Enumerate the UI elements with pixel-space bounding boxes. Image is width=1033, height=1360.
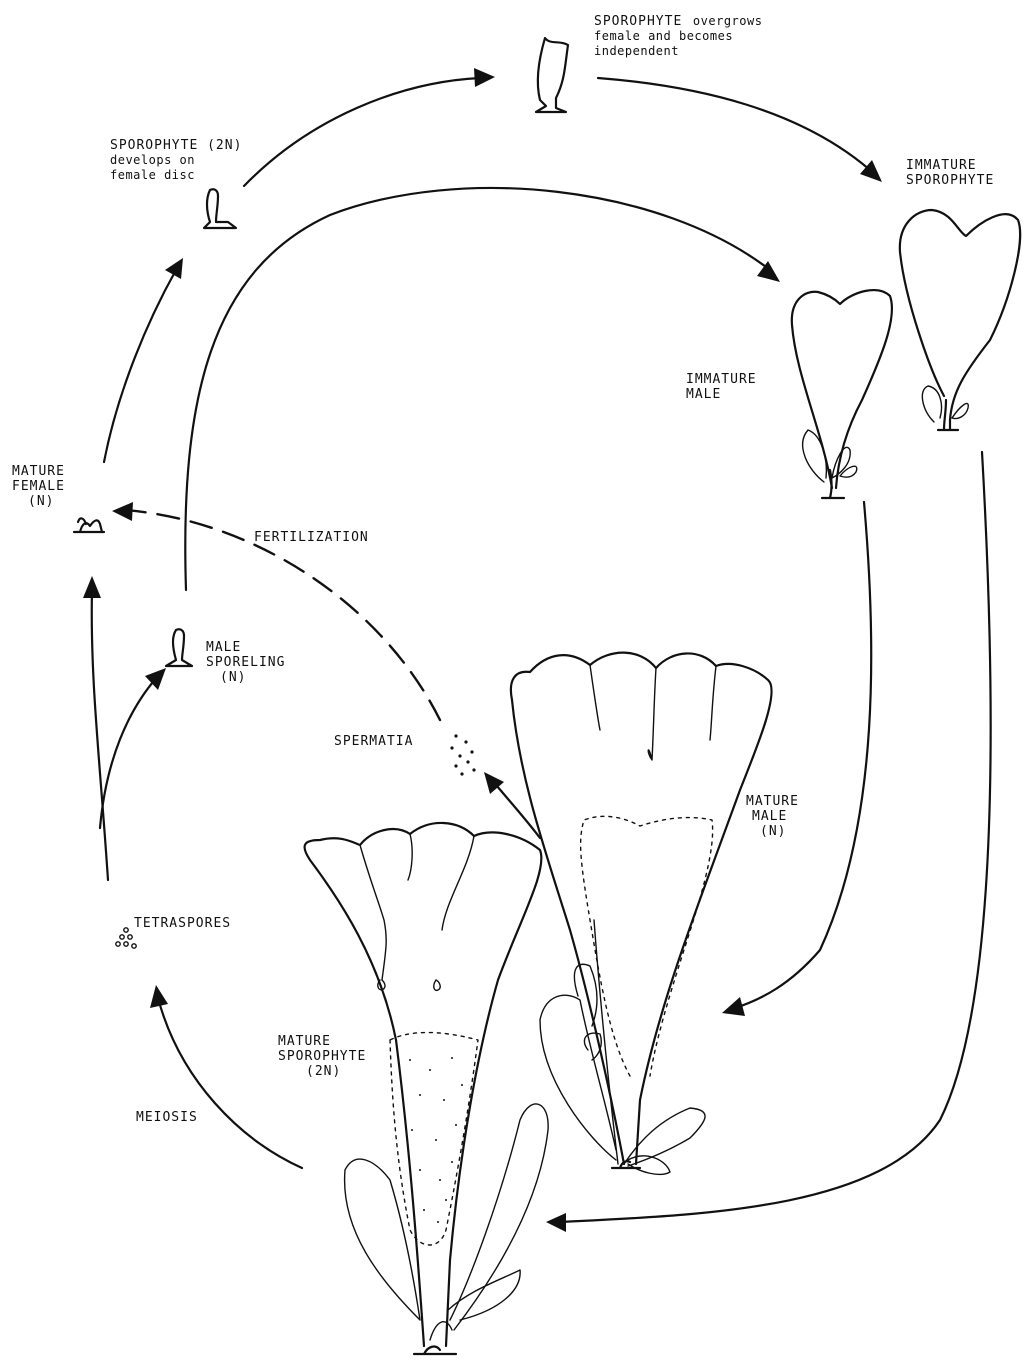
arrow-meiosis [158,998,302,1168]
mature-sporophyte-plant [305,823,549,1354]
arrowhead [474,68,495,87]
sorus-stipple [409,1057,463,1223]
mature-male-plant [511,653,772,1175]
overgrowing-sporophyte-icon [536,38,568,112]
arrow-to-immature-sporophyte [598,78,870,170]
immature-male-plant [792,290,892,498]
label-immature-male: IMMATURE MALE [686,372,757,402]
label-male-sporeling: MALE SPORELING (N) [206,640,285,685]
label-meiosis: MEIOSIS [136,1110,198,1125]
spermatia-dots [450,734,475,775]
label-mature-female: MATURE FEMALE (N) [12,464,65,509]
immature-sporophyte-plant [900,210,1020,430]
arrow-female-to-young-sporophyte [104,270,176,462]
arrowhead [150,985,168,1008]
label-spermatia: SPERMATIA [334,734,413,749]
arrowhead [722,997,745,1016]
arrow-to-sporophyte-overgrows [244,78,480,186]
arrow-tetraspores-to-sporeling [100,676,158,828]
male-sporeling-icon [166,629,192,666]
arrowhead [83,576,101,598]
arrowhead [112,502,133,521]
young-sporophyte-icon [204,189,236,228]
arrowhead [546,1213,566,1232]
label-fertilization: FERTILIZATION [254,530,369,545]
label-tetraspores: TETRASPORES [134,916,231,931]
label-immature-sporophyte: IMMATURE SPOROPHYTE [906,158,994,188]
arrow-immature-to-mature-male [735,502,871,1008]
label-mature-sporophyte: MATURE SPOROPHYTE (2N) [278,1034,366,1079]
arrow-tetraspores-to-female [92,590,108,880]
label-sporophyte-develops: SPOROPHYTE (2N) develops on female disc [110,138,242,183]
label-mature-male: MATURE MALE (N) [746,794,799,839]
label-sporophyte-overgrows: SPOROPHYTE overgrows female and becomes … [594,12,762,59]
mature-female-icon [74,518,104,532]
